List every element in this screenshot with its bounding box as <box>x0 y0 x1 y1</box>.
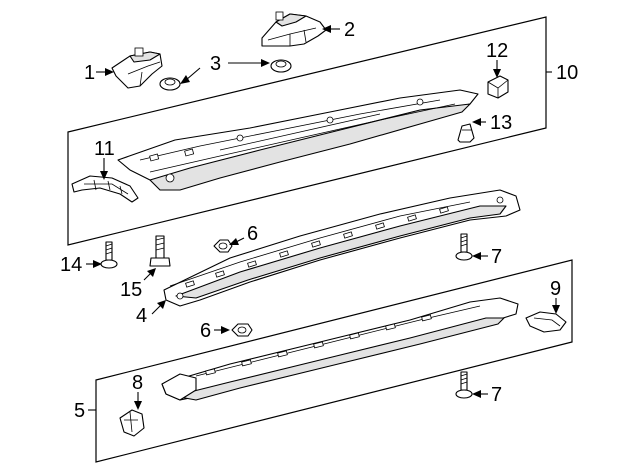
callout-12: 12 <box>486 40 508 62</box>
callout-3: 3 <box>210 53 221 75</box>
bolt-part-7-lower <box>455 371 473 399</box>
callout-4: 4 <box>136 305 147 327</box>
bracket-part-9 <box>525 311 567 333</box>
callout-9: 9 <box>550 278 561 300</box>
callout-7-upper: 7 <box>491 246 502 268</box>
clip-part-12 <box>487 75 509 99</box>
bolt-part-15 <box>149 235 171 267</box>
leaders <box>86 25 560 410</box>
clip-part-8 <box>119 409 145 437</box>
callout-8: 8 <box>132 372 143 394</box>
bracket-part-2 <box>261 11 327 47</box>
sill-molding-part-4 <box>163 189 521 307</box>
rocker-molding-part-5 <box>161 297 519 401</box>
callout-10: 10 <box>556 62 578 84</box>
bracket-part-11 <box>71 175 139 203</box>
bracket-part-1 <box>111 47 163 89</box>
nut-part-6-upper <box>213 239 233 253</box>
grommet-part-3-left <box>159 77 181 91</box>
callout-14: 14 <box>60 254 82 276</box>
pin-clip-part-13 <box>457 123 475 143</box>
rocker-reinforcement <box>117 89 479 191</box>
callout-6-lower: 6 <box>200 320 211 342</box>
callout-5: 5 <box>74 400 85 422</box>
callout-13: 13 <box>490 112 512 134</box>
grommet-part-3-right <box>270 59 292 73</box>
upper-panel-frame <box>67 16 547 246</box>
lower-panel-frame <box>95 259 573 463</box>
molding-5-slots <box>205 314 432 376</box>
callout-15: 15 <box>120 279 142 301</box>
callout-6-upper: 6 <box>247 223 258 245</box>
callout-7-lower: 7 <box>491 384 502 406</box>
callout-2: 2 <box>344 19 355 41</box>
bolt-part-14 <box>100 241 118 269</box>
bolt-part-7-upper <box>455 233 473 261</box>
callout-1: 1 <box>84 62 95 84</box>
nut-part-6-lower <box>231 323 253 337</box>
callout-11: 11 <box>94 138 115 160</box>
molding-4-slots <box>185 206 449 288</box>
